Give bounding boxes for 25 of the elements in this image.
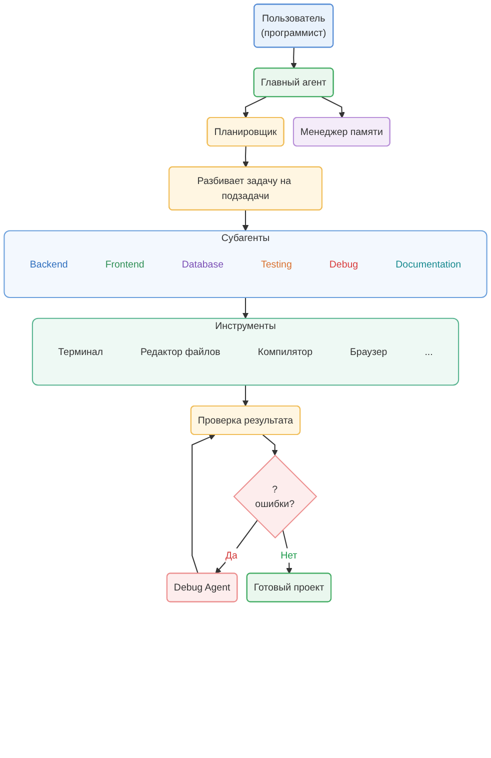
node-text: Backend <box>30 258 68 270</box>
node-text: Debug <box>329 258 358 270</box>
node-text: ... <box>424 346 433 357</box>
arrow <box>242 385 249 406</box>
arrow <box>242 96 266 118</box>
node-text: Редактор файлов <box>140 346 220 357</box>
node-text: Frontend <box>105 258 144 270</box>
arrow <box>262 434 278 456</box>
edge-label: Нет <box>280 550 298 561</box>
arrow <box>192 434 216 574</box>
node-text: Documentation <box>396 258 462 270</box>
node-text: Терминал <box>58 346 103 357</box>
arrow <box>282 530 292 574</box>
arrow <box>242 210 249 232</box>
arrow <box>215 520 258 574</box>
arrow <box>242 298 249 319</box>
node-diamond: ? ошибки? <box>233 454 318 538</box>
node-text: Database <box>182 258 224 270</box>
arrow <box>290 48 297 69</box>
node-text: Testing <box>261 258 292 270</box>
arrow <box>242 146 249 168</box>
edge-label: Да <box>225 550 238 561</box>
arrow <box>321 96 345 118</box>
node-text: Компилятор <box>258 346 312 357</box>
node-text: Браузер <box>350 346 388 357</box>
